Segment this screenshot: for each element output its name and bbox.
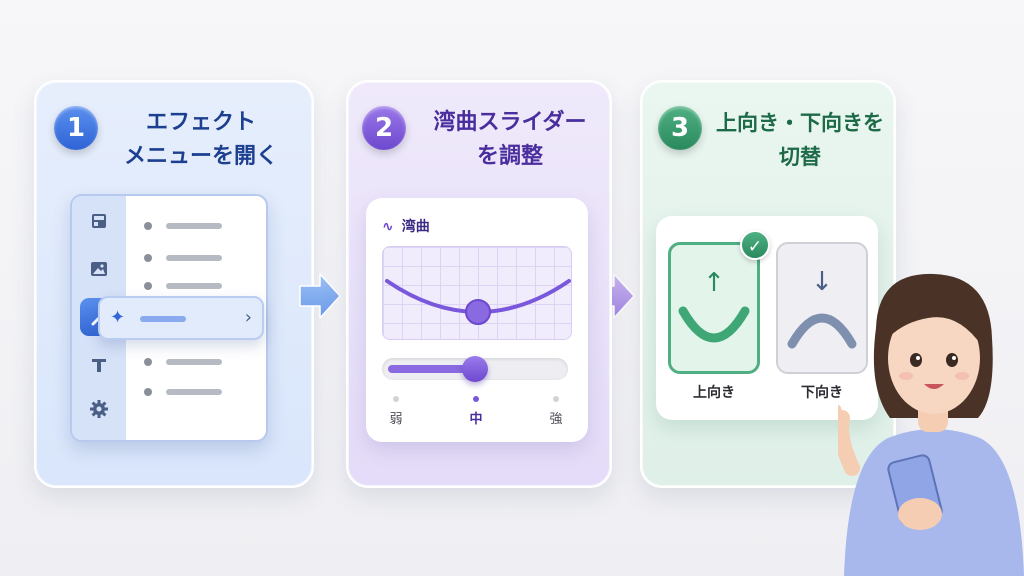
curve-preview-svg xyxy=(385,279,571,325)
curve-down-shape xyxy=(787,313,857,349)
text-icon[interactable] xyxy=(84,350,114,380)
curve-label-text: 湾曲 xyxy=(401,219,430,235)
step-1-title-line-1: エフェクト xyxy=(145,110,256,135)
curve-settings-card: ∿ 湾曲 弱 中 強 xyxy=(366,198,588,442)
curve-preview xyxy=(382,246,572,340)
step-1-title: エフェクト メニューを開く xyxy=(96,106,306,174)
slider-tick-label: 強 xyxy=(549,412,563,427)
direction-card: ↑ ✓ ↓ 上向き 下向き xyxy=(656,216,878,420)
bullet xyxy=(144,282,152,290)
step-3-title-line-1: 上向き・下向きを xyxy=(716,111,884,135)
placeholder-bar xyxy=(166,389,222,395)
step-2-badge: 2 xyxy=(362,106,406,150)
bullet xyxy=(144,222,152,230)
curve-slider[interactable] xyxy=(382,356,568,382)
step-1-panel: 1 エフェクト メニューを開く xyxy=(34,80,314,488)
direction-label-down: 下向き xyxy=(801,385,843,401)
bullet xyxy=(144,254,152,262)
curve-label: ∿ 湾曲 xyxy=(382,216,430,236)
wave-icon: ∿ xyxy=(382,219,394,235)
placeholder-bar xyxy=(166,283,222,289)
curve-down-graphic: ↓ xyxy=(787,267,857,349)
placeholder-bar xyxy=(166,255,222,261)
arrow-right-icon xyxy=(299,273,341,319)
arrow-down-icon: ↓ xyxy=(811,267,833,297)
placeholder-bar xyxy=(140,316,186,322)
step-2-title: 湾曲スライダー を調整 xyxy=(410,106,610,174)
image-icon[interactable] xyxy=(84,254,114,284)
layout-icon[interactable] xyxy=(84,206,114,236)
slider-tick-dot xyxy=(473,396,479,402)
arrow-up-icon: ↑ xyxy=(703,268,725,298)
bullet xyxy=(144,358,152,366)
step-3-title-line-2: 切替 xyxy=(779,145,821,169)
step-3-title: 上向き・下向きを 切替 xyxy=(708,106,892,174)
step-1-badge: 1 xyxy=(54,106,98,150)
step-2-title-line-2: を調整 xyxy=(476,144,543,169)
placeholder-bar xyxy=(166,223,222,229)
direction-option-up[interactable]: ↑ xyxy=(668,242,760,374)
step-3-badge: 3 xyxy=(658,106,702,150)
curve-up-shape xyxy=(678,306,750,343)
placeholder-bar xyxy=(166,359,222,365)
curve-handle[interactable] xyxy=(465,299,491,325)
person-illustration xyxy=(838,273,1024,576)
slider-knob[interactable] xyxy=(462,356,488,382)
menu-item-effects-selected[interactable]: ✦ › xyxy=(98,296,264,340)
step-2-panel: 2 湾曲スライダー を調整 ∿ 湾曲 弱 中 強 xyxy=(346,80,612,488)
slider-tick-label: 弱 xyxy=(389,412,403,427)
slider-fill xyxy=(388,365,475,373)
step-2-title-line-1: 湾曲スライダー xyxy=(433,110,587,135)
slider-tick-dot xyxy=(553,396,559,402)
bullet xyxy=(144,388,152,396)
curve-up-graphic: ↑ xyxy=(678,268,750,343)
slider-tick-label: 中 xyxy=(469,412,483,427)
check-icon: ✓ xyxy=(740,230,770,260)
chevron-right-icon: › xyxy=(244,307,252,328)
direction-option-down[interactable]: ↓ xyxy=(776,242,868,374)
direction-label-up: 上向き xyxy=(693,385,735,401)
slider-tick-dot xyxy=(393,396,399,402)
sparkle-icon: ✦ xyxy=(110,307,126,328)
step-1-title-line-2: メニューを開く xyxy=(123,144,278,169)
gear-icon[interactable] xyxy=(84,394,114,424)
step-3-panel: 3 上向き・下向きを 切替 ↑ ✓ ↓ 上向き 下向き xyxy=(640,80,896,488)
